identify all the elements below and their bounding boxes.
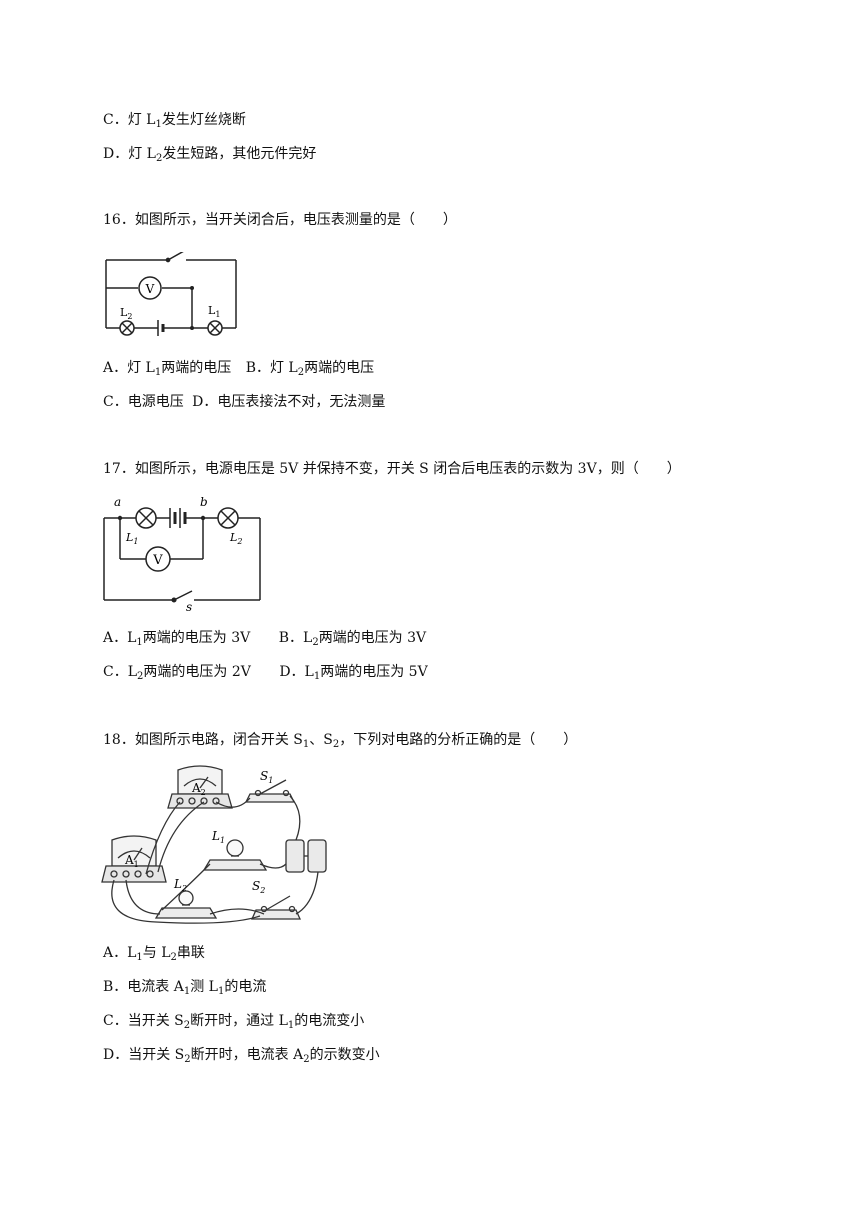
ammeter-a1-label: A1: [124, 853, 139, 869]
voltmeter-label: V: [152, 553, 163, 568]
q18-option-a: A．L1与 L2串联: [103, 945, 205, 963]
q18-option-b: B．电流表 A1测 L1的电流: [103, 979, 267, 997]
q17-options-cd: C．L2两端的电压为 2V D．L1两端的电压为 5V: [103, 662, 428, 687]
q18-circuit-photo: A2 A1 S1 L1 L2 S2: [101, 765, 327, 924]
q16-stem: 16．如图所示，当开关闭合后，电压表测量的是（ ）: [103, 212, 457, 228]
q16-option-b: B．灯 L2两端的电压: [245, 360, 375, 378]
lamp-l1-label: L1: [125, 531, 138, 546]
voltmeter-label: V: [145, 282, 155, 296]
q16-option-a: A．灯 L1两端的电压: [103, 360, 232, 378]
q15-option-c: C．灯 L1发生灯丝烧断: [103, 112, 246, 130]
lamp-l2-label: L2: [120, 306, 132, 321]
lamp-l1-label: L1: [208, 304, 220, 319]
ammeter-a2-label: A2: [191, 781, 206, 797]
q17-option-b: B．L2两端的电压为 3V: [278, 630, 427, 648]
lamp-l2-label: L2: [173, 877, 187, 893]
q17-option-a: A．L1两端的电压为 3V: [103, 630, 251, 648]
q16-options-ab: A．灯 L1两端的电压 B．灯 L2两端的电压: [103, 358, 374, 383]
q17-stem: 17．如图所示，电源电压是 5V 并保持不变，开关 S 闭合后电压表的示数为 3…: [103, 461, 681, 477]
q17-option-d: D．L1两端的电压为 5V: [279, 664, 428, 682]
q15-option-d: D．灯 L2发生短路，其他元件完好: [103, 146, 317, 164]
q18-stem: 18．如图所示电路，闭合开关 S1、S2，下列对电路的分析正确的是（ ）: [103, 732, 578, 750]
switch-s-label: s: [186, 600, 192, 612]
q18-option-c: C．当开关 S2断开时，通过 L1的电流变小: [103, 1013, 365, 1031]
lamp-l1-label: L1: [211, 829, 225, 845]
node-a-label: a: [114, 495, 121, 509]
q16-options-cd: C．电源电压 D．电压表接法不对，无法测量: [103, 392, 385, 412]
q16-option-d: D．电压表接法不对，无法测量: [192, 394, 386, 410]
switch-s2-label: S2: [252, 879, 265, 895]
node-b-label: b: [200, 495, 208, 509]
q18-option-d: D．当开关 S2断开时，电流表 A2的示数变小: [103, 1047, 380, 1065]
q17-option-c: C．L2两端的电压为 2V: [103, 664, 251, 682]
q17-options-ab: A．L1两端的电压为 3V B．L2两端的电压为 3V: [103, 628, 426, 653]
q17-circuit-diagram: a b V L1 L2 s: [103, 495, 261, 612]
q16-option-c: C．电源电压: [103, 394, 184, 410]
switch-s1-label: S1: [260, 769, 273, 785]
q16-circuit-diagram: V L2 L1: [105, 252, 237, 336]
lamp-l2-label: L2: [229, 531, 242, 546]
